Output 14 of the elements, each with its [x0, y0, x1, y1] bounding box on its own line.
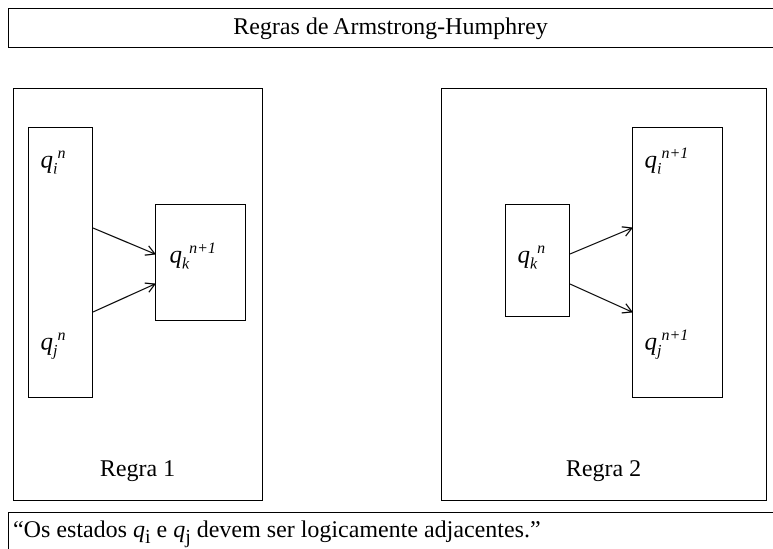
rule-panel [13, 88, 263, 501]
state-box [154, 204, 246, 320]
rule-label: Regra 2 [564, 457, 642, 481]
rule-label: Regra 1 [98, 457, 176, 481]
arrow [570, 283, 633, 314]
state-box [28, 126, 92, 398]
rule-panel [441, 88, 767, 501]
arrow [92, 227, 156, 256]
arrow [92, 282, 156, 313]
state-box [504, 204, 570, 316]
title: Regras de Armstrong-Humphrey [8, 8, 773, 48]
arrow [570, 226, 633, 255]
state-box [632, 126, 722, 398]
caption: “Os estados q$_{i}$ e q$_{j}$ devem ser logicamente adjacentes.” [8, 512, 773, 549]
